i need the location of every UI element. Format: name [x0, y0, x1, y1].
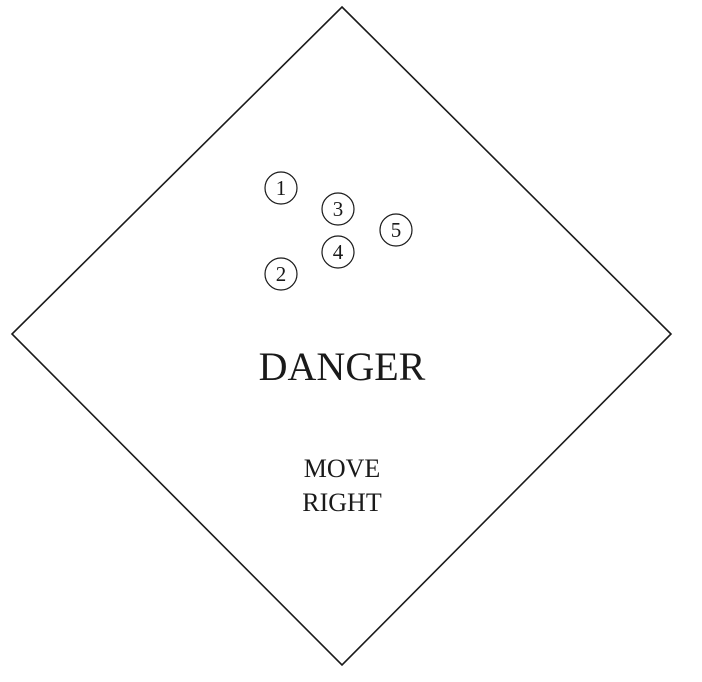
marker-2: 2 [264, 257, 298, 291]
marker-cluster: 1 2 3 4 5 [264, 171, 413, 291]
diamond-outline [10, 5, 673, 667]
marker-label: 4 [333, 240, 344, 264]
marker-label: 2 [276, 262, 287, 286]
marker-1: 1 [264, 171, 298, 205]
marker-ring [264, 171, 298, 205]
sign-instruction-line-2: RIGHT [302, 488, 382, 517]
sign-instruction-line-1: MOVE [304, 454, 381, 483]
marker-label: 1 [276, 176, 287, 200]
marker-5: 5 [379, 213, 413, 247]
marker-label: 5 [391, 218, 402, 242]
sign-title: DANGER [259, 344, 426, 389]
marker-ring [264, 257, 298, 291]
marker-4: 4 [321, 235, 355, 269]
marker-3: 3 [321, 192, 355, 226]
marker-ring [321, 235, 355, 269]
marker-ring [321, 192, 355, 226]
marker-ring [379, 213, 413, 247]
marker-label: 3 [333, 197, 344, 221]
